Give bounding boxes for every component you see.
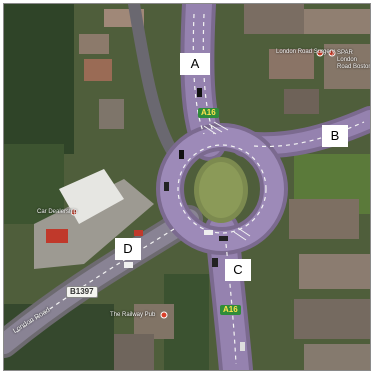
callout-d: D xyxy=(115,238,141,260)
callout-c: C xyxy=(225,259,251,281)
road-northwest-minor xyxy=(128,4,180,160)
poi-pin-car-dealer xyxy=(70,208,78,216)
label-car-dealership: Car Dealership xyxy=(37,209,78,215)
poi-pin-railway xyxy=(160,311,168,319)
road-shield-b1397: B1397 xyxy=(66,286,98,298)
aerial-map-frame: London Road Surgery SPAR London Road Bos… xyxy=(3,3,371,371)
poi-pin-spar xyxy=(328,49,336,57)
label-spar: SPAR London Road Boston xyxy=(337,50,371,70)
road-shield-a16-north: A16 xyxy=(198,108,219,118)
lane-markings xyxy=(13,13,365,365)
tree-cover-nw xyxy=(4,4,74,154)
buildings xyxy=(79,4,370,370)
road-shield-a16-south: A16 xyxy=(220,305,241,315)
tree-cover-w xyxy=(4,144,64,224)
label-london-road-surgery: London Road Surgery xyxy=(276,49,335,55)
poi-pin-surgery xyxy=(316,49,324,57)
dealership-sign-block xyxy=(46,229,68,243)
callout-b: B xyxy=(322,125,348,147)
label-railway-pub: The Railway Pub xyxy=(110,312,156,318)
hatched-area xyxy=(203,121,251,241)
callout-a: A xyxy=(180,53,210,75)
car-dealership-forecourt xyxy=(34,179,154,269)
vehicles xyxy=(124,88,245,351)
